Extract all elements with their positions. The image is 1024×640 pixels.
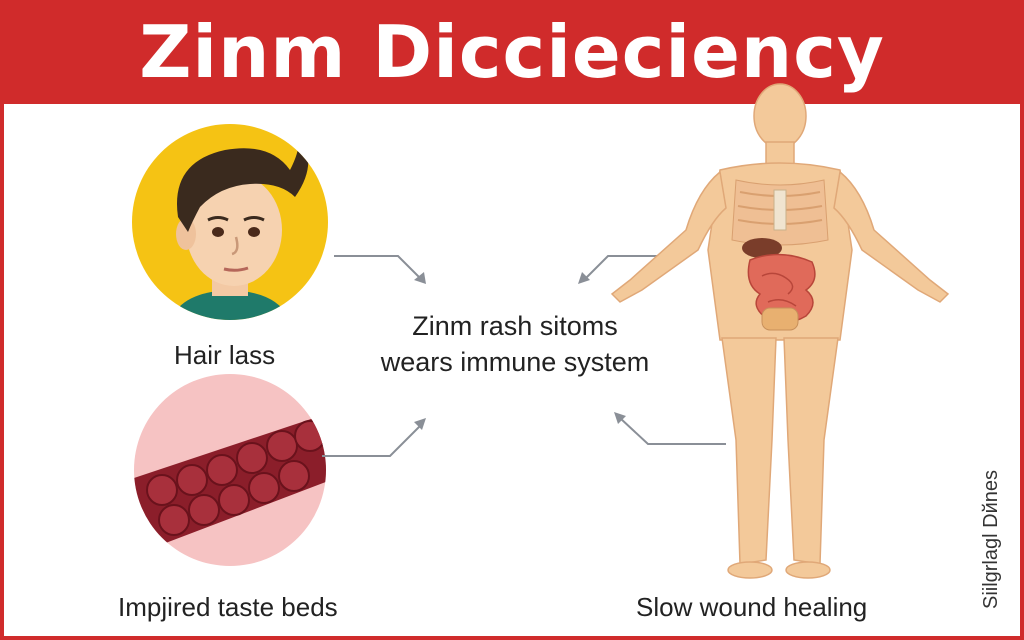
arrow-bottom-right [614,412,726,445]
credit-text: Siilgrlagl Dйnes [980,470,1002,610]
human-body-icon [610,83,950,579]
center-caption: Zinm rash sitoms wears immune system [340,308,690,380]
arrow-bottom-left [322,418,426,457]
title-banner: Zinm Dicciecіency [0,0,1024,104]
taste-tissue-icon [134,374,326,566]
center-caption-line1: Zinm rash sitoms [412,311,618,341]
center-caption-line2: wears immune system [380,347,650,377]
wound-label: Slow wound healing [636,592,868,622]
arrow-top-left [334,255,426,284]
taste-label: Impjired taste beds [118,592,338,622]
man-portrait-icon [132,124,328,320]
hair-loss-label: Hair lass [174,340,276,370]
page-title: Zinm Dicciecіency [139,10,885,94]
